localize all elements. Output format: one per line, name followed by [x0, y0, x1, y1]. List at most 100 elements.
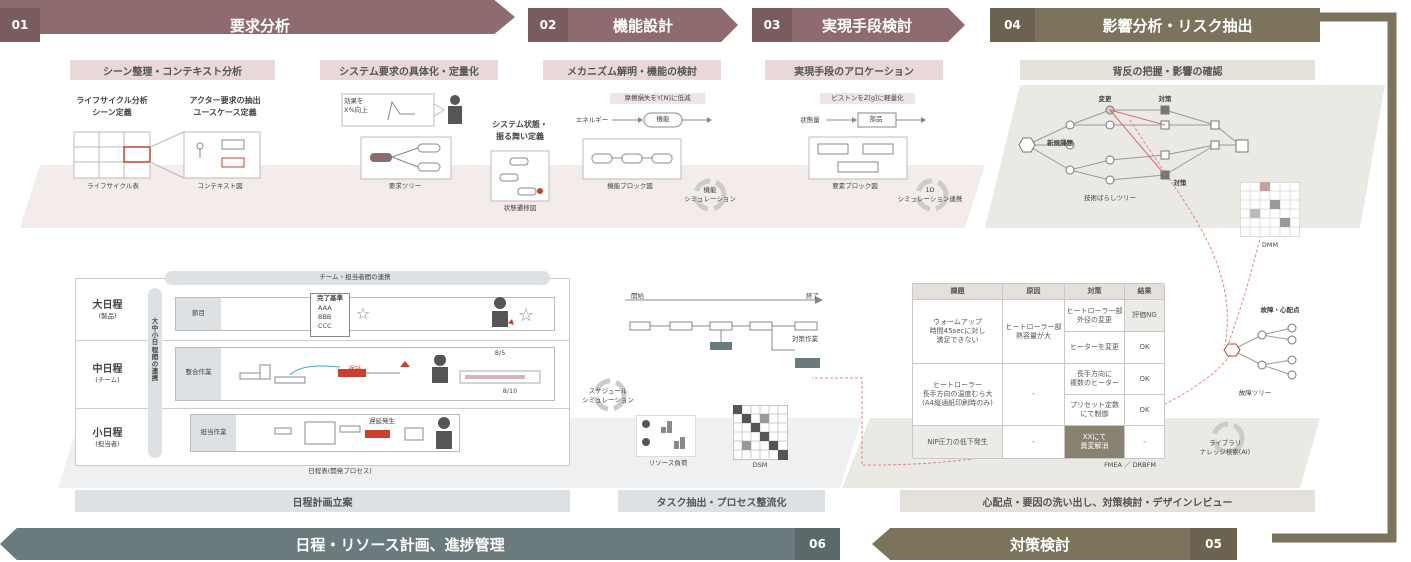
fmea-cell: -	[1003, 426, 1065, 459]
sched-big-label: 大日程	[92, 300, 123, 311]
caption-req-tree: 要求ツリー	[388, 182, 422, 190]
caption-lifecycle-table: ライフサイクル表	[87, 182, 139, 190]
integration-label: 整合作業	[185, 368, 212, 376]
impl-flow-figure	[826, 112, 926, 128]
subheader-concern: 心配点・要因の洗い出し、対策検討・デザインレビュー	[900, 490, 1315, 512]
milestone-tag	[176, 298, 221, 330]
process-start-label: 開始	[631, 292, 644, 300]
fmea-header: 課題	[913, 284, 1003, 300]
fmea-cell: OK	[1125, 395, 1165, 426]
label-lifecycle-analysis: ライフサイクル分析	[76, 96, 148, 105]
step-04-number: 04	[990, 8, 1035, 42]
label-scene-def: シーン定義	[92, 108, 132, 117]
fmea-cell: XXにて 異変解消	[1065, 426, 1125, 459]
impl-sim-label-2: シミュレーション連携	[897, 195, 963, 203]
caption-dmm: DMM	[1261, 241, 1279, 249]
delay-occur-label: 遅延発生	[369, 417, 395, 425]
assign-gantt	[274, 421, 424, 445]
fmea-cell: -	[1003, 364, 1065, 426]
step-05-banner	[872, 528, 1237, 560]
fmea-cell: ヒーターを変更	[1065, 332, 1125, 364]
resource-load-figure	[636, 415, 696, 457]
func-energy-label: エネルギー	[575, 116, 609, 124]
lifecycle-table-figure	[73, 131, 261, 179]
step-03-title: 実現手段検討	[821, 16, 912, 35]
step-02-number: 02	[528, 8, 568, 42]
fmea-cell: ウォームアップ 時間45secに対し 満足できない	[913, 300, 1003, 364]
assign-label: 担当作業	[200, 428, 227, 436]
fmea-header: 対策	[1065, 284, 1125, 300]
sched-big-sub: (製品)	[98, 312, 117, 320]
step-01-number: 01	[0, 8, 40, 42]
fmea-cell: -	[1125, 426, 1165, 459]
caption-impl-block: 要素ブロック図	[832, 182, 878, 190]
sched-small-label: 小日程	[92, 428, 123, 439]
func-note: 摩擦損失をY[N]に低減	[610, 93, 705, 105]
step-04-banner	[990, 8, 1320, 42]
step-01-banner	[0, 0, 515, 34]
sched-mid-sub: (チーム)	[95, 376, 120, 384]
caption-schedule: 日程表(開発プロセス)	[308, 467, 372, 475]
criteria-item: AAA	[318, 304, 332, 312]
team-link-bar	[165, 271, 550, 285]
person-icon: ☆	[492, 297, 534, 327]
subheader-scene: シーン整理・コンテキスト分析	[70, 60, 275, 80]
caption-resource: リソース負荷	[648, 459, 688, 467]
star-icon: ☆	[355, 304, 371, 323]
caption-state-diagram: 状態遷移図	[503, 204, 537, 212]
risk-fault-label: 故障・心配点	[1260, 306, 1300, 314]
library-cycle-icon	[1211, 421, 1245, 455]
bubble-text-1: 効果を	[344, 97, 364, 105]
risk-new-issue-label: 新規課題	[1047, 139, 1073, 147]
criteria-item: BBB	[318, 313, 332, 321]
req-tree-figure	[360, 136, 452, 180]
caption-func-block: 機能ブロック図	[607, 182, 653, 190]
fmea-cell: ヒートローラー部 熱容量が大	[1003, 300, 1065, 364]
step-03-number: 03	[752, 8, 792, 42]
schedule-row-divider	[75, 408, 570, 409]
library-label-1: ライブラリ	[1208, 439, 1242, 447]
library-label-2: ナレッジ検索(AI)	[1199, 448, 1251, 456]
fmea-cell: ヒートローラー 長手方向の温度むら大 (A4縦通紙印刷時のみ)	[913, 364, 1003, 426]
caption-tech-tree: 技術ばらしツリー	[1084, 194, 1136, 202]
impl-sim-cycle-icon	[915, 178, 949, 212]
quantify-bubble-figure	[341, 93, 462, 127]
fmea-header: 原因	[1003, 284, 1065, 300]
date-label-2: 8/10	[502, 387, 518, 395]
trace-line	[1129, 119, 1228, 346]
schedule-sim-cycle-icon	[593, 378, 627, 412]
fmea-cell: プリセット定数 にて制御	[1065, 395, 1125, 426]
dsm-matrix-figure	[733, 405, 788, 460]
step-05-number: 05	[1190, 528, 1237, 560]
risk-change-label: 変更	[1098, 95, 1112, 103]
caption-fault-tree: 故障ツリー	[1238, 389, 1272, 397]
trace-line	[1227, 229, 1263, 346]
step-06-number: 06	[795, 528, 840, 560]
milestone-label: 節目	[192, 309, 205, 317]
milestone-row	[175, 297, 555, 331]
criteria-item: CCC	[318, 322, 332, 330]
risk-measure2-label: 対策	[1173, 179, 1187, 187]
label-actor: アクター要求の抽出	[189, 96, 261, 105]
caption-dsm: DSM	[752, 461, 768, 469]
fmea-cell: OK	[1125, 332, 1165, 364]
subheader-tradeoff: 背反の把握・影響の確認	[1020, 60, 1315, 80]
fmea-table: 課題 原因 対策 結果 ウォームアップ 時間45secに対し 満足できない ヒー…	[912, 283, 1165, 459]
sched-small-sub: (担当者)	[95, 440, 120, 448]
func-sim-cycle-icon	[693, 178, 727, 212]
process-end-label: 終了	[806, 292, 819, 300]
vertical-link-label: 大中小日程間の連携	[151, 317, 159, 383]
risk-measure-label: 対策	[1158, 95, 1172, 103]
integration-tag	[176, 348, 221, 400]
func-node-label: 機能	[656, 115, 670, 123]
func-sim-label-2: シミュレーション	[684, 195, 736, 203]
tech-tree-figure	[1018, 105, 1249, 185]
schedule-row-divider	[75, 340, 570, 341]
fmea-cell: 長手方向に 複数のヒーター	[1065, 364, 1125, 395]
fmea-header: 結果	[1125, 284, 1165, 300]
step-01-title: 要求分析	[229, 16, 290, 35]
integration-gantt	[239, 355, 541, 384]
assign-tag	[191, 415, 236, 451]
fmea-cell: OK	[1125, 364, 1165, 395]
date-label-1: 8/5	[494, 349, 506, 357]
